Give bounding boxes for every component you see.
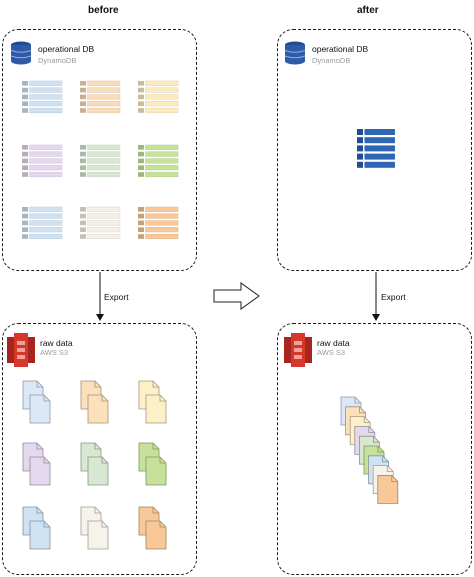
db-container-before [2, 29, 197, 271]
db-subtitle-before: DynamoDB [38, 56, 77, 65]
table-icon [357, 129, 395, 168]
transition-arrow [213, 282, 260, 310]
s3-subtitle-before: AWS S3 [40, 348, 69, 357]
file-icon [80, 506, 109, 550]
s3-title-before: raw data [40, 338, 73, 348]
s3-bucket-icon [7, 333, 35, 367]
table-icon [138, 80, 179, 114]
db-title-before: operational DB [38, 44, 95, 54]
s3-bucket-icon [284, 333, 312, 367]
s3-container-after [277, 323, 472, 575]
file-icon [22, 506, 51, 550]
table-icon [22, 144, 63, 178]
heading-after: after [357, 5, 379, 16]
file-icon [377, 474, 399, 504]
table-icon [80, 144, 121, 178]
file-icon [138, 442, 167, 486]
table-icon [138, 206, 179, 240]
dynamodb-icon [284, 41, 306, 65]
file-icon [138, 506, 167, 550]
s3-subtitle-after: AWS S3 [317, 348, 346, 357]
export-label-after: Export [381, 292, 406, 302]
file-icon [22, 380, 51, 424]
table-icon [138, 144, 179, 178]
table-icon [80, 206, 121, 240]
db-container-after [277, 29, 472, 271]
dynamodb-icon [10, 41, 32, 65]
db-title-after: operational DB [312, 44, 369, 54]
file-icon [80, 380, 109, 424]
table-icon [22, 80, 63, 114]
s3-title-after: raw data [317, 338, 350, 348]
heading-before: before [88, 5, 119, 16]
db-subtitle-after: DynamoDB [312, 56, 351, 65]
export-label-before: Export [104, 292, 129, 302]
table-icon [22, 206, 63, 240]
file-icon [138, 380, 167, 424]
s3-container-before [2, 323, 197, 575]
table-icon [80, 80, 121, 114]
file-icon [80, 442, 109, 486]
file-icon [22, 442, 51, 486]
